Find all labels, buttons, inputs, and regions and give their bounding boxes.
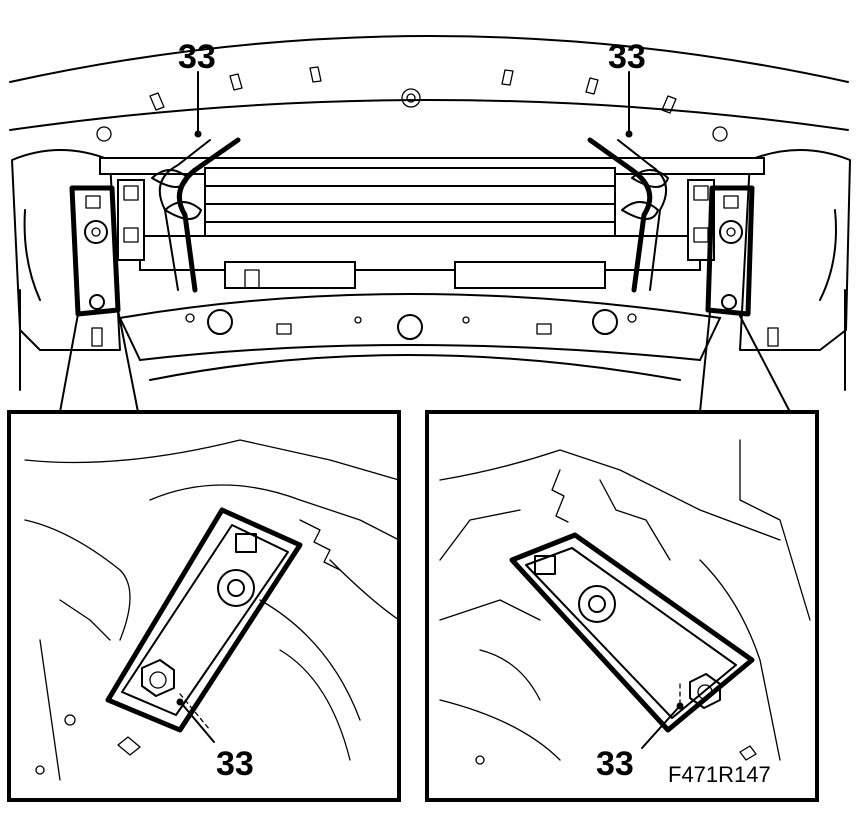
callout-detail-right: 33 — [596, 745, 634, 783]
detail-view-right — [425, 410, 819, 802]
figure-id: F471R147 — [668, 762, 771, 787]
overview-view — [9, 35, 851, 413]
callout-top-left: 33 — [178, 38, 216, 76]
detail-view-left — [7, 410, 401, 802]
callout-detail-left: 33 — [216, 745, 254, 783]
callout-top-right: 33 — [608, 38, 646, 76]
